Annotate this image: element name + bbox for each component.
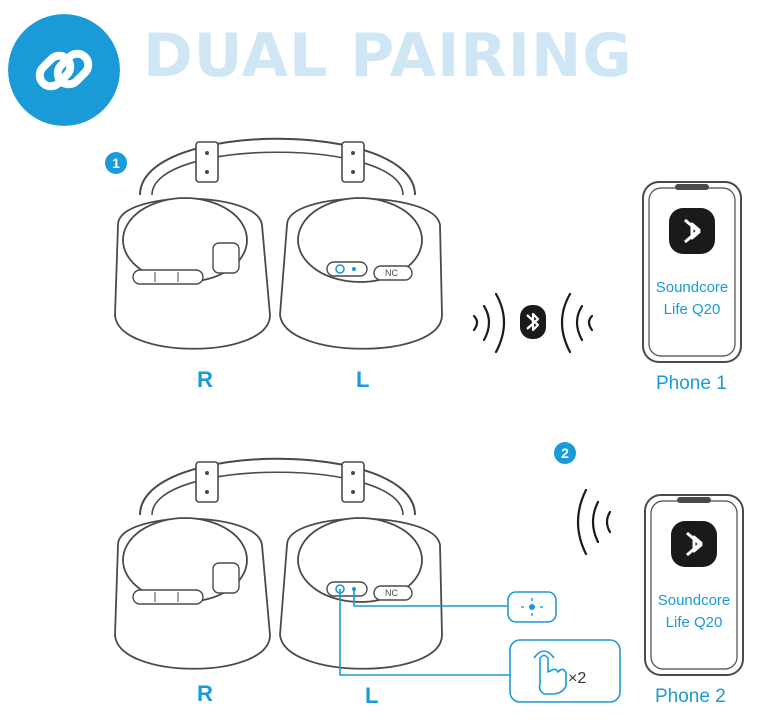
double-tap-callout-box (509, 639, 621, 703)
phone-2-device-name-line-1: Soundcore (657, 592, 731, 609)
callout-lines (339, 589, 510, 676)
bluetooth-signal-step-1 (472, 292, 594, 354)
right-cup-label-step-2: R (197, 681, 213, 706)
bluetooth-signal-step-2 (576, 488, 612, 556)
link-icon (35, 49, 93, 91)
phone-2-device-name-line-2: Life Q20 (665, 614, 723, 631)
page-title: DUAL PAIRING (143, 21, 633, 91)
left-cup-label-step-2: L (365, 683, 379, 708)
phone-1-device-name-line-1: Soundcore (655, 279, 729, 296)
led-callout-box (507, 591, 557, 623)
title-link-badge (8, 14, 120, 126)
phone-2 (643, 493, 745, 677)
double-tap-icon (533, 650, 567, 695)
step-2-badge: 2 (554, 442, 576, 464)
right-cup-label-step-1: R (197, 367, 213, 392)
nc-button-label-step-1: NC (385, 268, 398, 278)
phone-1-label: Phone 1 (656, 373, 727, 394)
phone-1-device-name-line-2: Life Q20 (663, 301, 721, 318)
left-cup-label-step-1: L (356, 367, 370, 392)
headphones-step-2 (114, 457, 443, 670)
led-indicator-step-1 (352, 267, 356, 271)
step-1-badge: 1 (105, 152, 127, 174)
nc-button-label-step-2: NC (385, 588, 398, 598)
power-button-step-1 (335, 264, 345, 274)
bluetooth-icon (520, 305, 546, 339)
headphones-step-1 (114, 137, 443, 350)
phone-2-label: Phone 2 (655, 686, 726, 707)
double-tap-count: ×2 (568, 670, 587, 687)
phone-1 (641, 180, 743, 364)
